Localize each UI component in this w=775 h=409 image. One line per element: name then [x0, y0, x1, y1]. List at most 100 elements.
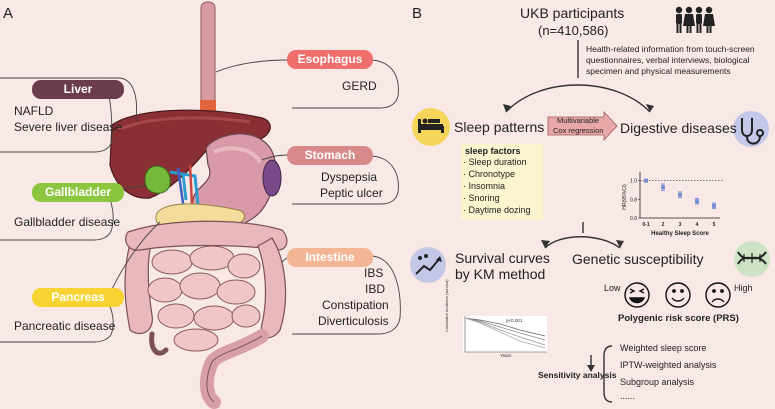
- prs-low-label: Low: [604, 283, 621, 293]
- esophagus-bracket: [292, 59, 399, 109]
- hr-x-tick-label: 5: [713, 222, 716, 228]
- vessel-shape: [176, 167, 186, 211]
- prs-high-label: High: [734, 283, 753, 293]
- liver-highlight: [117, 116, 251, 132]
- km-survival-plot: [463, 316, 547, 353]
- sleep-factor-2: · Chronotype: [463, 169, 516, 179]
- sensitivity-item-3: Subgroup analysis: [620, 377, 695, 387]
- panel-b-letter: B: [412, 5, 423, 22]
- panel-a-letter: A: [3, 5, 14, 22]
- hr-point: [712, 203, 716, 208]
- liver-leader-line: [0, 77, 137, 119]
- sensitivity-item-4: ......: [620, 391, 636, 401]
- dna-icon: [734, 241, 770, 277]
- km-xlabel: Years: [500, 353, 512, 358]
- ascending-colon-shape: [124, 235, 153, 335]
- cox-regression-arrow: [547, 110, 618, 142]
- sad-face-icon: [705, 282, 731, 308]
- cox-regression-label: Cox regression: [553, 126, 604, 135]
- health-info-line-1: Health-related information from touch-sc…: [586, 44, 755, 54]
- rectum-outline: [206, 335, 263, 403]
- sleep-factor-4: · Snoring: [463, 193, 500, 203]
- esophagus-label: Esophagus: [287, 50, 373, 69]
- intestine-label: Intestine: [287, 248, 373, 267]
- stomach-disease-2: Peptic ulcer: [320, 186, 383, 200]
- hr-point: [678, 192, 682, 197]
- artery-shape: [188, 164, 194, 206]
- descending-colon-shape: [257, 237, 287, 339]
- anatomy-illustration: [109, 1, 288, 409]
- survival-title-line-2: by KM method: [455, 266, 546, 282]
- km-curve-2: [464, 317, 546, 341]
- sensitivity-item-1: Weighted sleep score: [620, 343, 707, 353]
- people-icon: [675, 6, 715, 33]
- sensitivity-item-2: IPTW-weighted analysis: [620, 360, 717, 370]
- smiling-face-icon: [665, 282, 691, 308]
- participants-count: (n=410,586): [538, 23, 609, 38]
- hr-x-tick-label: 4: [696, 222, 699, 228]
- hr-y-axis-label: HR(95%CI): [622, 184, 628, 210]
- survival-title-line-1: Survival curves: [455, 250, 550, 266]
- hr-point: [644, 178, 648, 183]
- hr-x-axis-label: Healthy Sleep Score: [651, 231, 709, 237]
- arrow-heads: [503, 104, 654, 372]
- stethoscope-icon: [733, 111, 769, 147]
- gallbladder-label: Gallbladder: [32, 183, 124, 202]
- genetic-susceptibility-title: Genetic susceptibility: [572, 251, 704, 267]
- intestine-disease-4: Diverticulosis: [318, 314, 389, 328]
- km-pvalue: p<0.001: [506, 318, 523, 323]
- split-arc: [505, 84, 651, 113]
- hr-x-tick-label: 0-1: [642, 222, 649, 228]
- intestine-disease-1: IBS: [364, 266, 384, 280]
- sleep-patterns-title: Sleep patterns: [454, 119, 545, 135]
- multivariable-label: Multivariable: [557, 116, 600, 125]
- health-info-line-3: specimen and physical measurements: [586, 66, 731, 76]
- sensitivity-bracket: [603, 345, 613, 403]
- km-curve-1: [464, 317, 546, 337]
- participants-title: UKB participants: [520, 5, 625, 21]
- hr-y-tick-label: 0.6: [630, 216, 637, 222]
- sleep-factors-title: sleep factors: [465, 146, 521, 156]
- sleep-factor-1: · Sleep duration: [463, 157, 527, 167]
- pancreas-label: Pancreas: [32, 288, 124, 307]
- prs-label: Polygenic risk score (PRS): [618, 313, 739, 324]
- intestine-disease-3: Constipation: [322, 298, 389, 312]
- stomach-bracket: [292, 155, 399, 205]
- gallbladder-disease-1: Gallbladder disease: [14, 215, 121, 229]
- hr-y-tick-label: 0.8: [630, 197, 637, 203]
- hr-y-tick-label: 1.0: [630, 179, 637, 185]
- km-curve-3: [464, 317, 546, 346]
- gallbladder-shape: [144, 165, 171, 194]
- sleep-factors-box: [461, 144, 543, 220]
- esophagus-leader-line: [215, 59, 291, 73]
- health-info-line-2: questionnaires, verbal interviews, biolo…: [586, 55, 750, 65]
- km-curve-4: [464, 317, 546, 349]
- sleep-factor-5: · Daytime dozing: [463, 205, 531, 215]
- hr-point: [661, 185, 665, 190]
- spleen-shape: [262, 159, 282, 197]
- stomach-disease-1: Dyspepsia: [321, 170, 378, 184]
- liver-disease-2: Severe liver disease: [14, 120, 123, 134]
- pancreas-disease-1: Pancreatic disease: [14, 319, 116, 333]
- hr-x-tick-label: 3: [679, 222, 682, 228]
- hr-point: [695, 199, 699, 204]
- intestine-bracket: [292, 255, 401, 335]
- liver-disease-1: NAFLD: [14, 104, 54, 118]
- survival-trend-icon: [410, 247, 446, 283]
- stomach-highlight: [213, 146, 262, 164]
- intestine-disease-2: IBD: [365, 282, 386, 296]
- bottom-split-arc: [544, 236, 621, 249]
- hr-x-tick-label: 2: [662, 222, 665, 228]
- km-ylabel: Cumulative incidence (survival): [445, 279, 449, 332]
- appendix-shape: [149, 331, 169, 356]
- liver-label: Liver: [32, 80, 124, 99]
- sensitivity-title: Sensitivity analysis: [538, 370, 617, 380]
- bed-icon: [412, 108, 450, 146]
- small-intestine-shape: [147, 245, 261, 352]
- sleep-factor-3: · Insomnia: [463, 181, 506, 191]
- laughing-face-icon: [624, 282, 650, 308]
- esophagus-disease-1: GERD: [342, 79, 377, 93]
